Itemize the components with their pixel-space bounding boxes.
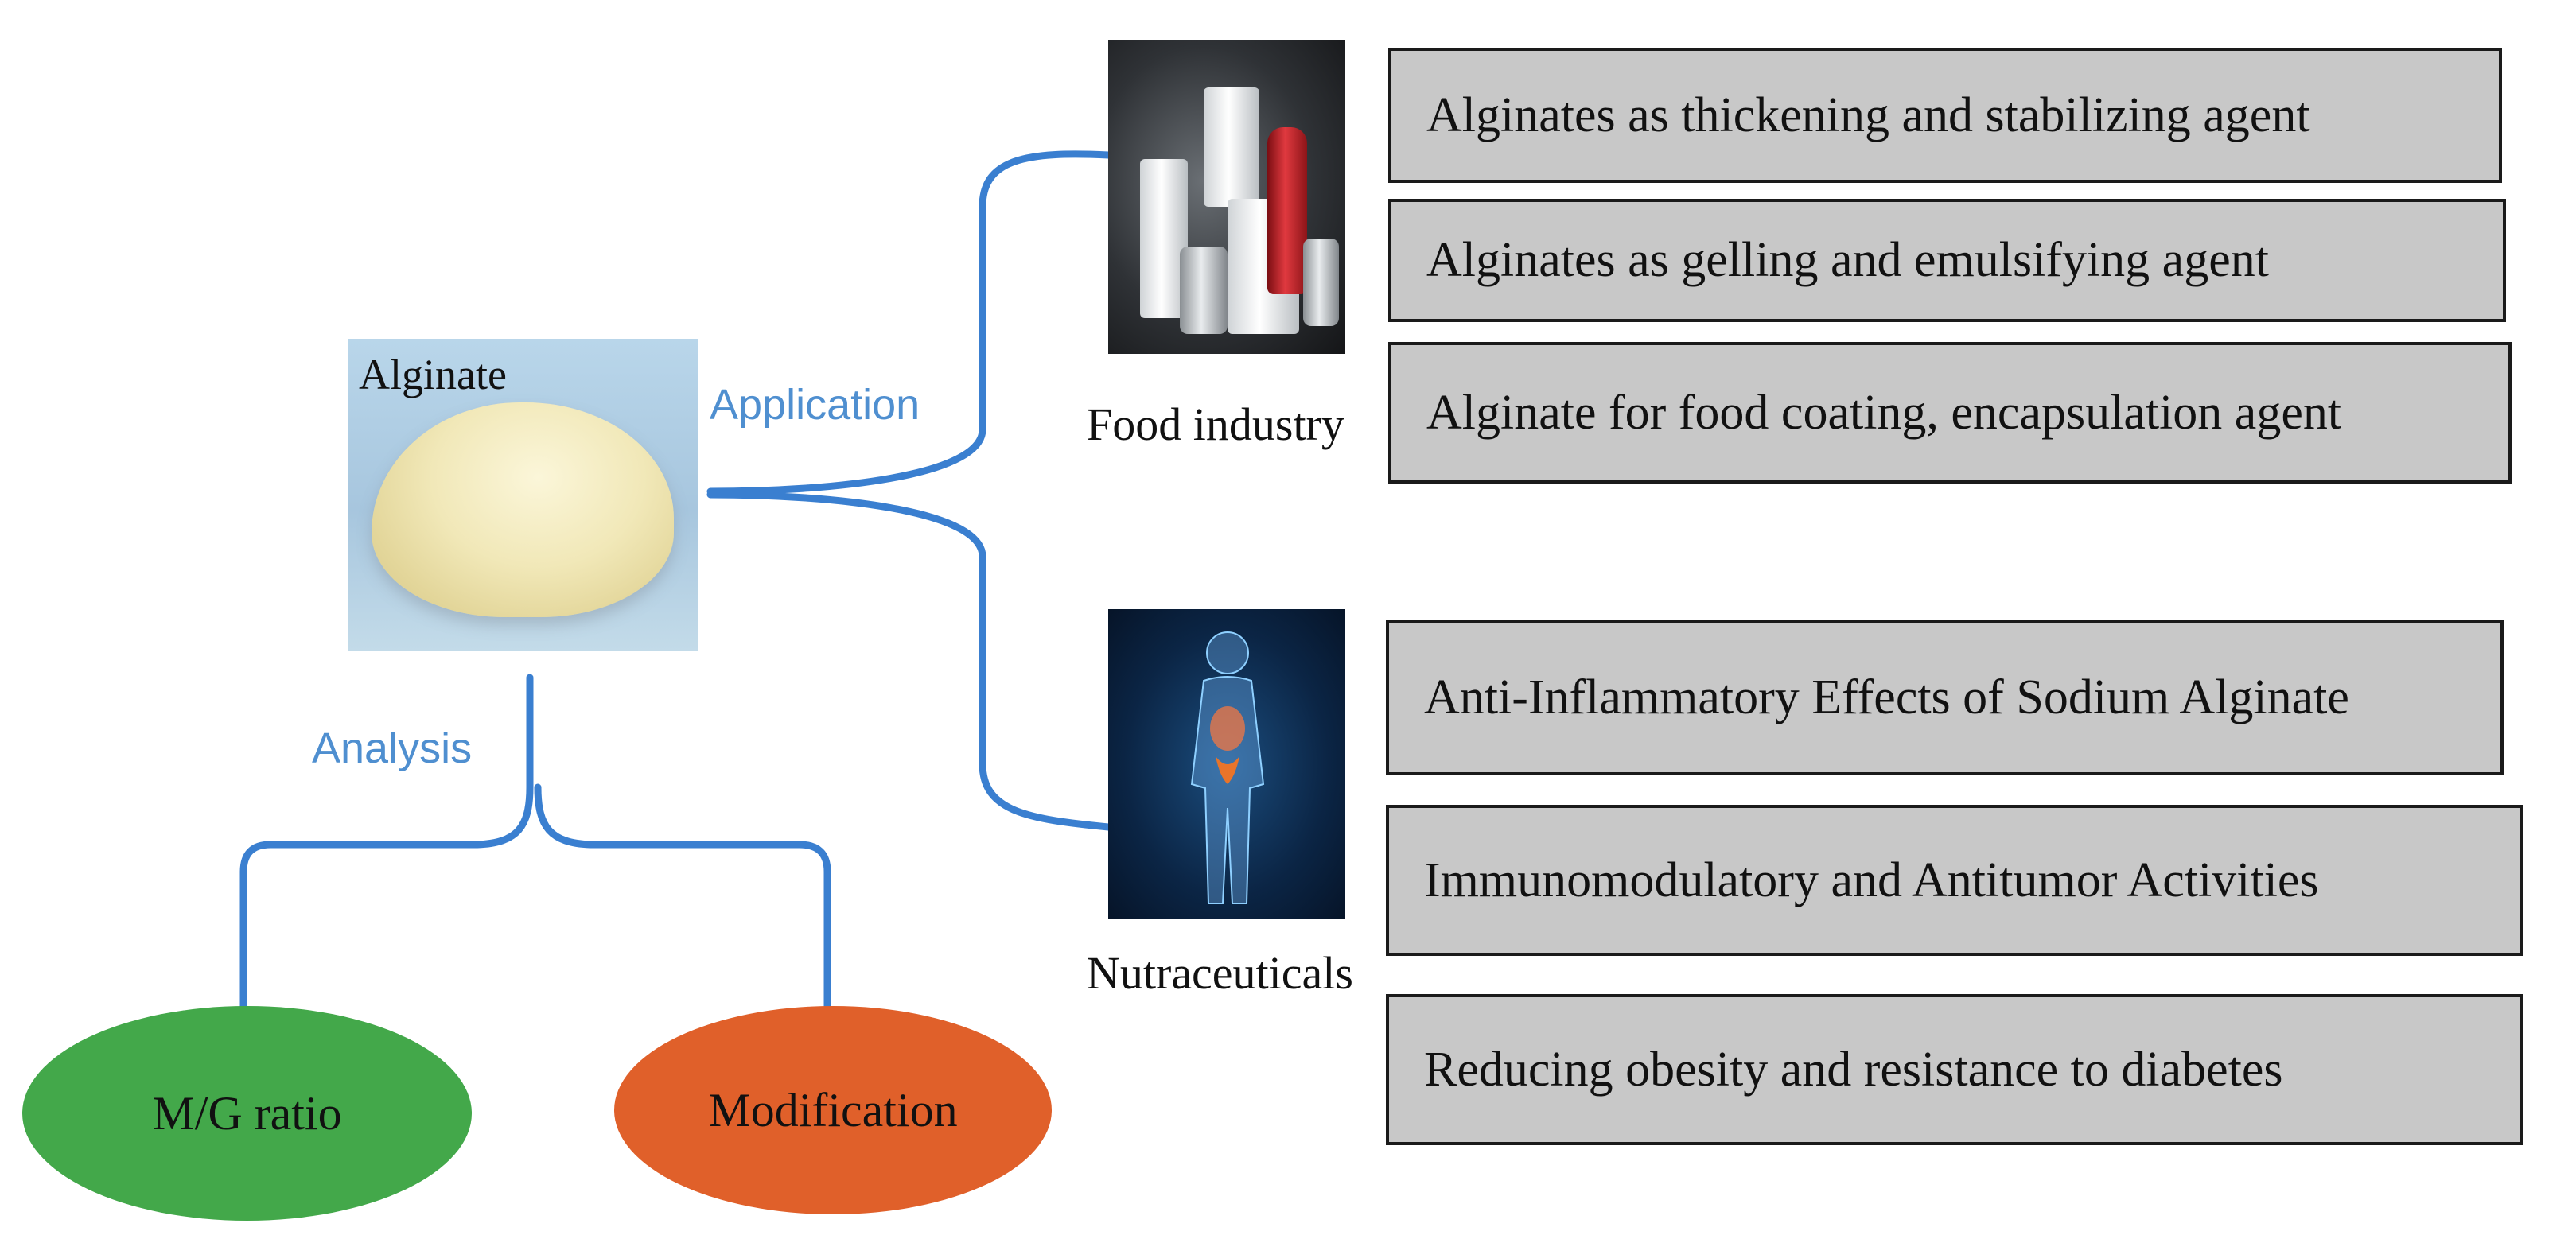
nutraceuticals-caption: Nutraceuticals [1087, 947, 1353, 999]
food-industry-caption: Food industry [1087, 398, 1344, 450]
nutraceuticals-image [1108, 609, 1345, 919]
connector-application-nutra [706, 491, 1112, 831]
human-body-icon [1190, 631, 1265, 904]
analysis-label: Analysis [312, 724, 473, 772]
food-industry-image [1108, 40, 1345, 354]
mg-ratio-ellipse: M/G ratio [22, 1006, 472, 1221]
nutra-item-immunomodulatory: Immunomodulatory and Antitumor Activitie… [1386, 805, 2523, 956]
nutra-item-obesity: Reducing obesity and resistance to diabe… [1386, 994, 2523, 1145]
application-label: Application [710, 381, 920, 429]
food-item-thickening: Alginates as thickening and stabilizing … [1388, 48, 2502, 183]
mg-ratio-label: M/G ratio [152, 1086, 342, 1140]
alginate-label: Alginate [359, 351, 507, 398]
powder-pile [372, 402, 674, 617]
connector-analysis [239, 674, 831, 1010]
modification-ellipse: Modification [614, 1006, 1052, 1214]
connector-application-food [706, 150, 1112, 495]
alginate-powder-image: Alginate [348, 339, 698, 651]
food-item-coating: Alginate for food coating, encapsulation… [1388, 342, 2512, 484]
food-item-gelling: Alginates as gelling and emulsifying age… [1388, 199, 2506, 322]
nutra-item-anti-inflammatory: Anti-Inflammatory Effects of Sodium Algi… [1386, 620, 2504, 775]
modification-label: Modification [708, 1083, 958, 1136]
